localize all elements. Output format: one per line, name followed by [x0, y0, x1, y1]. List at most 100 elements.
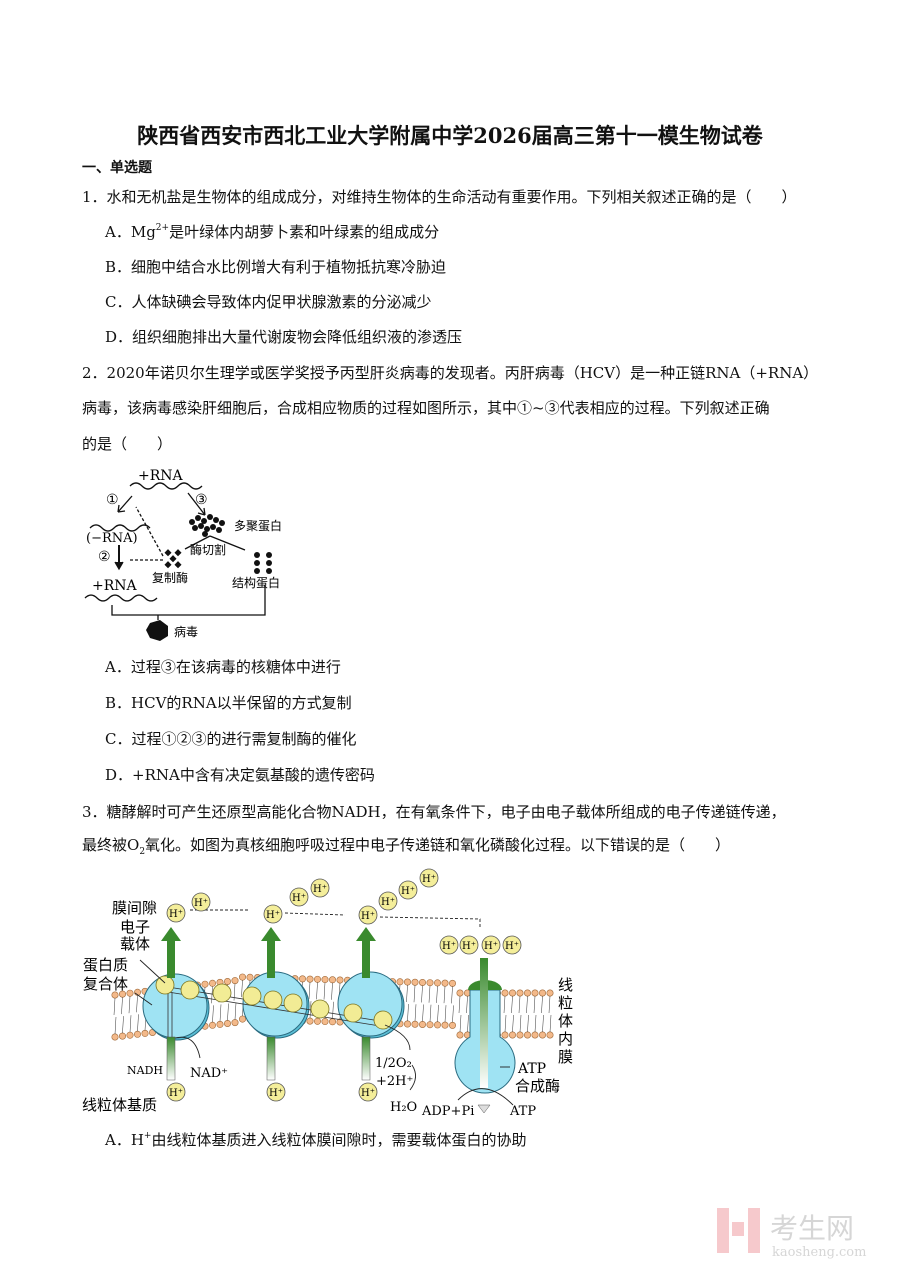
q1-option-d[interactable]: D．组织细胞排出大量代谢废物会降低组织液的渗透压: [105, 328, 463, 346]
q3-stem-line2: 最终被O2氧化。如图为真核细胞呼吸过程中电子传递链和氧化磷酸化过程。以下错误的是…: [82, 835, 730, 862]
lipid-head: [501, 1031, 509, 1039]
page-title: 陕西省西安市西北工业大学附属中学2026届高三第十一模生物试卷: [137, 123, 763, 148]
plus-rna-top-strand: [129, 482, 203, 490]
label-electron-carrier: 电子: [120, 918, 150, 936]
kaosheng-watermark-logo: 考生网 kaosheng.com: [717, 1208, 866, 1260]
lipid-head: [403, 978, 411, 986]
q2-stem-line1: 2．2020年诺贝尔生理学或医学奖授予丙型肝炎病毒的发现者。丙肝病毒（HCV）是…: [82, 364, 819, 382]
hcv-replication-figure: +RNA ① ③ (−RNA) ② +RNA 多聚蛋白 酶切割 复制酶 结构蛋白…: [84, 468, 282, 641]
lipid-head: [531, 989, 539, 997]
lipid-head: [231, 977, 239, 985]
proton-circle: [289, 887, 309, 907]
q2-option-a[interactable]: A．过程③在该病毒的核糖体中进行: [105, 658, 341, 676]
lipid-head: [411, 1020, 419, 1028]
lipid-head: [306, 975, 314, 983]
label-inner-membrane: 粒: [558, 994, 573, 1012]
proton-circle: [358, 905, 378, 925]
lipid-head: [441, 979, 449, 987]
lipid-head: [456, 1031, 464, 1039]
proton-label: H⁺: [484, 941, 498, 952]
lipid-head: [314, 975, 322, 983]
label-step1: ①: [106, 492, 119, 508]
option-text: A．H: [105, 1131, 144, 1149]
stem-text: 最终被O: [82, 836, 140, 854]
proton-circle: [398, 880, 418, 900]
lipid-head: [546, 989, 554, 997]
proton-label: H⁺: [381, 897, 395, 908]
lipid-head: [523, 989, 531, 997]
q1-option-c[interactable]: C．人体缺碘会导致体内促甲状腺激素的分泌减少: [105, 293, 432, 311]
proton-pump-arrows: [161, 927, 491, 1114]
lipid-head: [126, 1031, 134, 1039]
arrow-enzyme-cut: [184, 535, 211, 550]
superscript: 2+: [155, 223, 170, 233]
label-inner-membrane: 内: [558, 1030, 573, 1048]
label-atp-synthase: ATP: [517, 1061, 546, 1077]
lipid-head: [239, 1015, 247, 1023]
label-atp: ATP: [509, 1104, 536, 1119]
lipid-head: [141, 1029, 149, 1037]
proton-circle: [439, 935, 459, 955]
label-inner-membrane: 线: [558, 976, 573, 994]
label-polyprotein: 多聚蛋白: [234, 518, 282, 533]
q2-option-c[interactable]: C．过程①②③的进行需复制酶的催化: [105, 730, 357, 748]
q1-option-a[interactable]: A．Mg2+是叶绿体内胡萝卜素和叶绿素的组成成分: [105, 222, 439, 242]
label-adp-pi: ADP+Pi: [421, 1104, 474, 1119]
proton-circle: [310, 878, 330, 898]
label-inner-membrane: 体: [558, 1012, 573, 1030]
label-replicase: 复制酶: [152, 570, 188, 585]
arrow-step1: [117, 495, 133, 513]
proton-circle: [419, 868, 439, 888]
lipid-head: [314, 1017, 322, 1025]
lipid-head: [133, 1030, 141, 1038]
plus-rna-bottom-strand: [84, 594, 158, 602]
minus-rna-strand: [89, 524, 151, 532]
proton-label: H⁺: [266, 910, 280, 921]
q2-stem-line3: 的是（ ）: [82, 435, 173, 453]
lipid-head: [523, 1031, 531, 1039]
lipid-head: [418, 978, 426, 986]
q2-option-d[interactable]: D．+RNA中含有决定氨基酸的遗传密码: [105, 766, 375, 784]
label-inner-membrane: 膜: [558, 1048, 573, 1066]
q3-option-a[interactable]: A．H+由线粒体基质进入线粒体膜间隙时，需要载体蛋白的协助: [105, 1130, 526, 1150]
proton-circle: [459, 935, 479, 955]
lipid-head: [426, 979, 434, 987]
lipid-head: [516, 1031, 524, 1039]
lipid-head: [321, 976, 329, 984]
q1-option-b[interactable]: B．细胞中结合水比例增大有利于植物抵抗寒冷胁迫: [105, 258, 447, 276]
lipid-head: [531, 1031, 539, 1039]
lipid-head: [411, 978, 419, 986]
label-plus-rna-top: +RNA: [138, 468, 184, 484]
subscript: 2: [139, 847, 146, 857]
svg-text:kaosheng.com: kaosheng.com: [772, 1245, 866, 1260]
label-minus-rna: (−RNA): [86, 531, 138, 546]
structural-protein-dots: [254, 552, 272, 574]
protein-complex-1: [142, 973, 208, 1039]
lipid-head: [403, 1020, 411, 1028]
label-virus: 病毒: [174, 624, 198, 639]
superscript: +: [143, 1131, 152, 1141]
lipid-head: [433, 1021, 441, 1029]
lipid-head: [418, 1020, 426, 1028]
lipid-head: [118, 1032, 126, 1040]
label-electron-carrier: 载体: [120, 935, 150, 953]
lipid-head: [306, 1017, 314, 1025]
label-protein-complex: 复合体: [83, 975, 128, 993]
proton-circle: [166, 1082, 186, 1102]
label-h2o: H₂O: [390, 1100, 417, 1115]
label-enzyme-cut: 酶切割: [190, 542, 226, 557]
lipid-head: [329, 1018, 337, 1026]
lipid-head: [538, 1031, 546, 1039]
proton-circle: [263, 904, 283, 924]
proton-group: H⁺H⁺H⁺H⁺H⁺H⁺H⁺H⁺H⁺H⁺H⁺H⁺H⁺H⁺H⁺H⁺: [166, 868, 522, 1102]
q2-option-b[interactable]: B．HCV的RNA以半保留的方式复制: [105, 694, 352, 712]
lipid-head: [516, 989, 524, 997]
proton-circle: [481, 935, 501, 955]
assembly-bracket: [111, 585, 266, 616]
proton-label: H⁺: [292, 893, 306, 904]
lipid-head: [216, 1020, 224, 1028]
proton-circle: [502, 935, 522, 955]
proton-label: H⁺: [269, 1088, 283, 1099]
label-intermembrane-space: 膜间隙: [112, 899, 157, 917]
proton-label: H⁺: [361, 1088, 375, 1099]
